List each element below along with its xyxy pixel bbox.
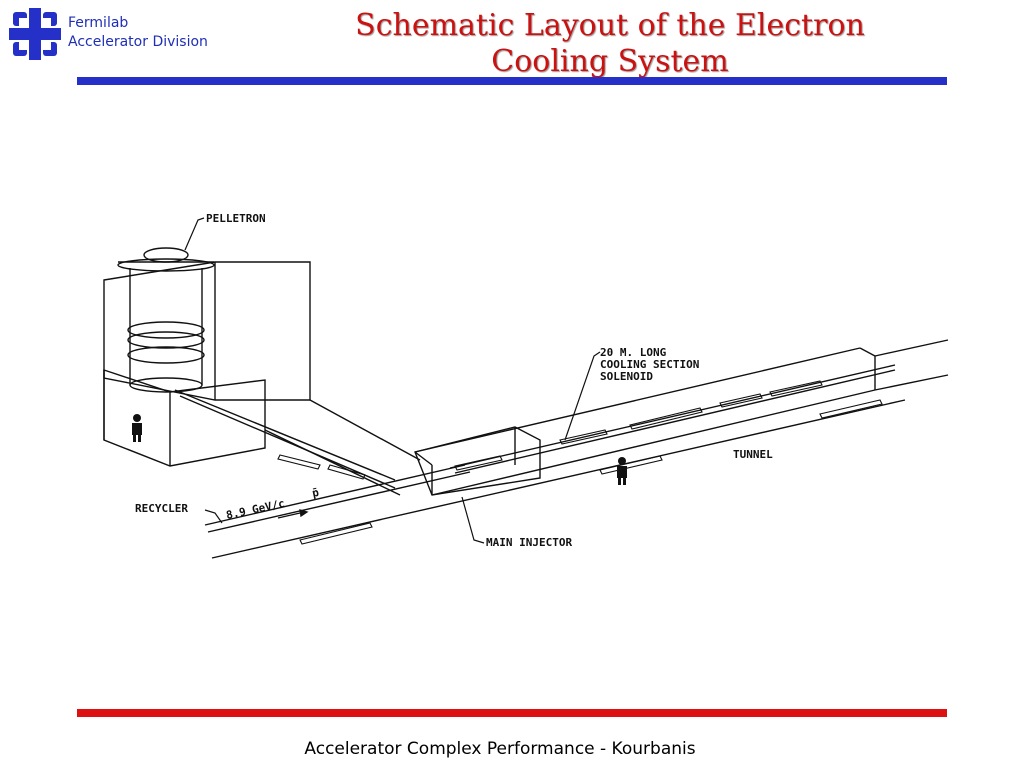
cooling-label-line-1: 20 M. LONG — [600, 346, 667, 359]
recycler-label: RECYCLER — [135, 502, 188, 515]
footer-text: Accelerator Complex Performance - Kourba… — [304, 739, 696, 759]
beam-symbol-label: p̄ — [311, 486, 321, 500]
cooling-label-line-3: SOLENOID — [600, 370, 653, 383]
electron-cooling-schematic: PELLETRON 20 M. LONG COOLING SECTION SOL… — [103, 212, 949, 559]
title-line-2: Cooling System — [491, 44, 729, 79]
person-icon-tunnel — [617, 457, 627, 485]
beam-energy-label: 8.9 GeV/c — [225, 497, 286, 522]
org-line-1: Fermilab — [68, 15, 129, 31]
pelletron-base — [103, 369, 266, 467]
bottom-divider — [77, 709, 947, 717]
pelletron-label: PELLETRON — [206, 212, 266, 225]
pelletron-building — [103, 261, 311, 401]
top-divider — [77, 77, 947, 85]
person-icon — [132, 414, 142, 442]
org-line-2: Accelerator Division — [68, 34, 208, 50]
organization-name: Fermilab Accelerator Division — [68, 14, 208, 52]
cooling-enclosure — [414, 426, 541, 496]
slide-title: Schematic Layout of the Electron Cooling… — [300, 8, 920, 80]
main-injector-label: MAIN INJECTOR — [486, 536, 572, 549]
title-line-1: Schematic Layout of the Electron — [355, 8, 865, 43]
fermilab-logo-icon — [9, 8, 61, 60]
tunnel-label: TUNNEL — [733, 448, 773, 461]
cooling-label-line-2: COOLING SECTION — [600, 358, 699, 371]
beam-direction-arrow-icon — [277, 509, 309, 519]
